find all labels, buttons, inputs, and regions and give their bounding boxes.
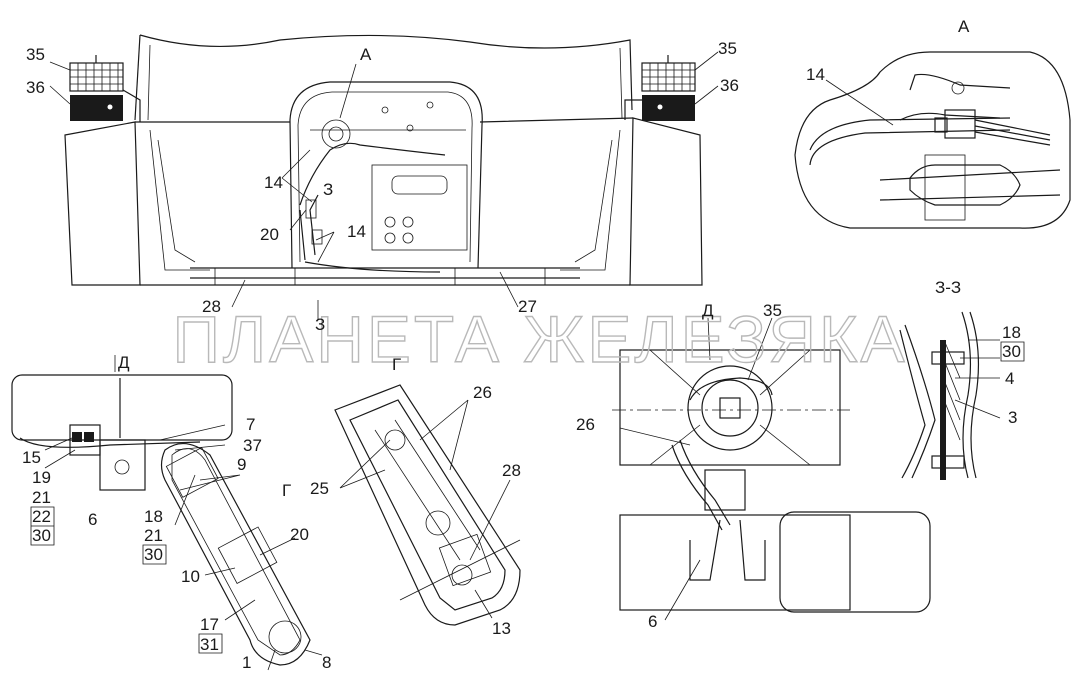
callout-31-arm-frame	[198, 633, 223, 654]
callout-14-view-a: 14	[806, 65, 825, 84]
callout-36-right: 36	[720, 76, 739, 95]
callout-21-arm: 21	[144, 526, 163, 545]
callout-4-zz: 4	[1005, 369, 1014, 388]
callout-19-view-d: 19	[32, 468, 51, 487]
callout-9-arm: 9	[237, 455, 246, 474]
section-z-arrow-top: З	[323, 180, 333, 199]
callout-28-view-g: 28	[502, 461, 521, 480]
view-d-right-arrow-label: Д	[702, 301, 714, 320]
view-d-right-detail	[612, 317, 931, 621]
callout-20-main: 20	[260, 225, 279, 244]
callout-14-main-a: 14	[264, 173, 283, 192]
callout-8-arm: 8	[322, 653, 331, 672]
callout-10-arm: 10	[181, 567, 200, 586]
callout-21-view-d: 21	[32, 488, 51, 507]
view-g-arrow-label: Г	[282, 481, 291, 500]
section-z-z	[899, 311, 1001, 480]
callout-30-view-d: 30	[32, 526, 51, 545]
watermark-text: ПЛАНЕТА ЖЕЛЕЗЯКА	[172, 302, 907, 376]
view-g-detail	[334, 384, 521, 626]
callout-22-view-d: 22	[32, 507, 51, 526]
callout-20-arm: 20	[290, 525, 309, 544]
callout-30-arm-frame	[142, 544, 167, 565]
callout-18-zz: 18	[1002, 323, 1021, 342]
callout-31-arm: 31	[200, 635, 219, 654]
view-d-left-detail	[11, 355, 323, 671]
callout-25-view-g: 25	[310, 479, 329, 498]
callout-14-main-b: 14	[347, 222, 366, 241]
section-z-z-title: З-З	[935, 278, 961, 297]
callout-stack-frame-view-d	[30, 506, 55, 546]
callout-6-view-d-right: 6	[648, 612, 657, 631]
callout-28-main: 28	[202, 297, 221, 316]
view-g-title: Г	[392, 355, 401, 374]
callout-26-view-g: 26	[473, 383, 492, 402]
callout-35-right: 35	[718, 39, 737, 58]
callout-35-view-d-right: 35	[763, 301, 782, 320]
view-a-title: А	[958, 17, 970, 36]
callout-30-arm: 30	[144, 545, 163, 564]
callout-35-left: 35	[26, 45, 45, 64]
callout-15-view-d: 15	[22, 448, 41, 467]
callout-13-view-g: 13	[492, 619, 511, 638]
callout-37-arm: 37	[243, 436, 262, 455]
callout-36-left: 36	[26, 78, 45, 97]
callout-30-zz: 30	[1002, 342, 1021, 361]
cab-rear-view	[49, 34, 719, 320]
callout-26-view-d-right: 26	[576, 415, 595, 434]
callout-18-arm: 18	[144, 507, 163, 526]
callout-7-arm: 7	[246, 415, 255, 434]
view-d-left-arrow-label: Д	[118, 353, 130, 372]
callout-1-arm: 1	[242, 653, 251, 672]
view-a-detail	[794, 51, 1071, 229]
callout-27-main: 27	[518, 297, 537, 316]
view-a-arrow-label: А	[360, 45, 372, 64]
callout-3-zz: 3	[1008, 408, 1017, 427]
callout-6-view-d: 6	[88, 510, 97, 529]
callout-30-zz-frame	[1000, 341, 1025, 362]
section-z-arrow-bottom: З	[315, 315, 325, 334]
callout-17-arm: 17	[200, 615, 219, 634]
